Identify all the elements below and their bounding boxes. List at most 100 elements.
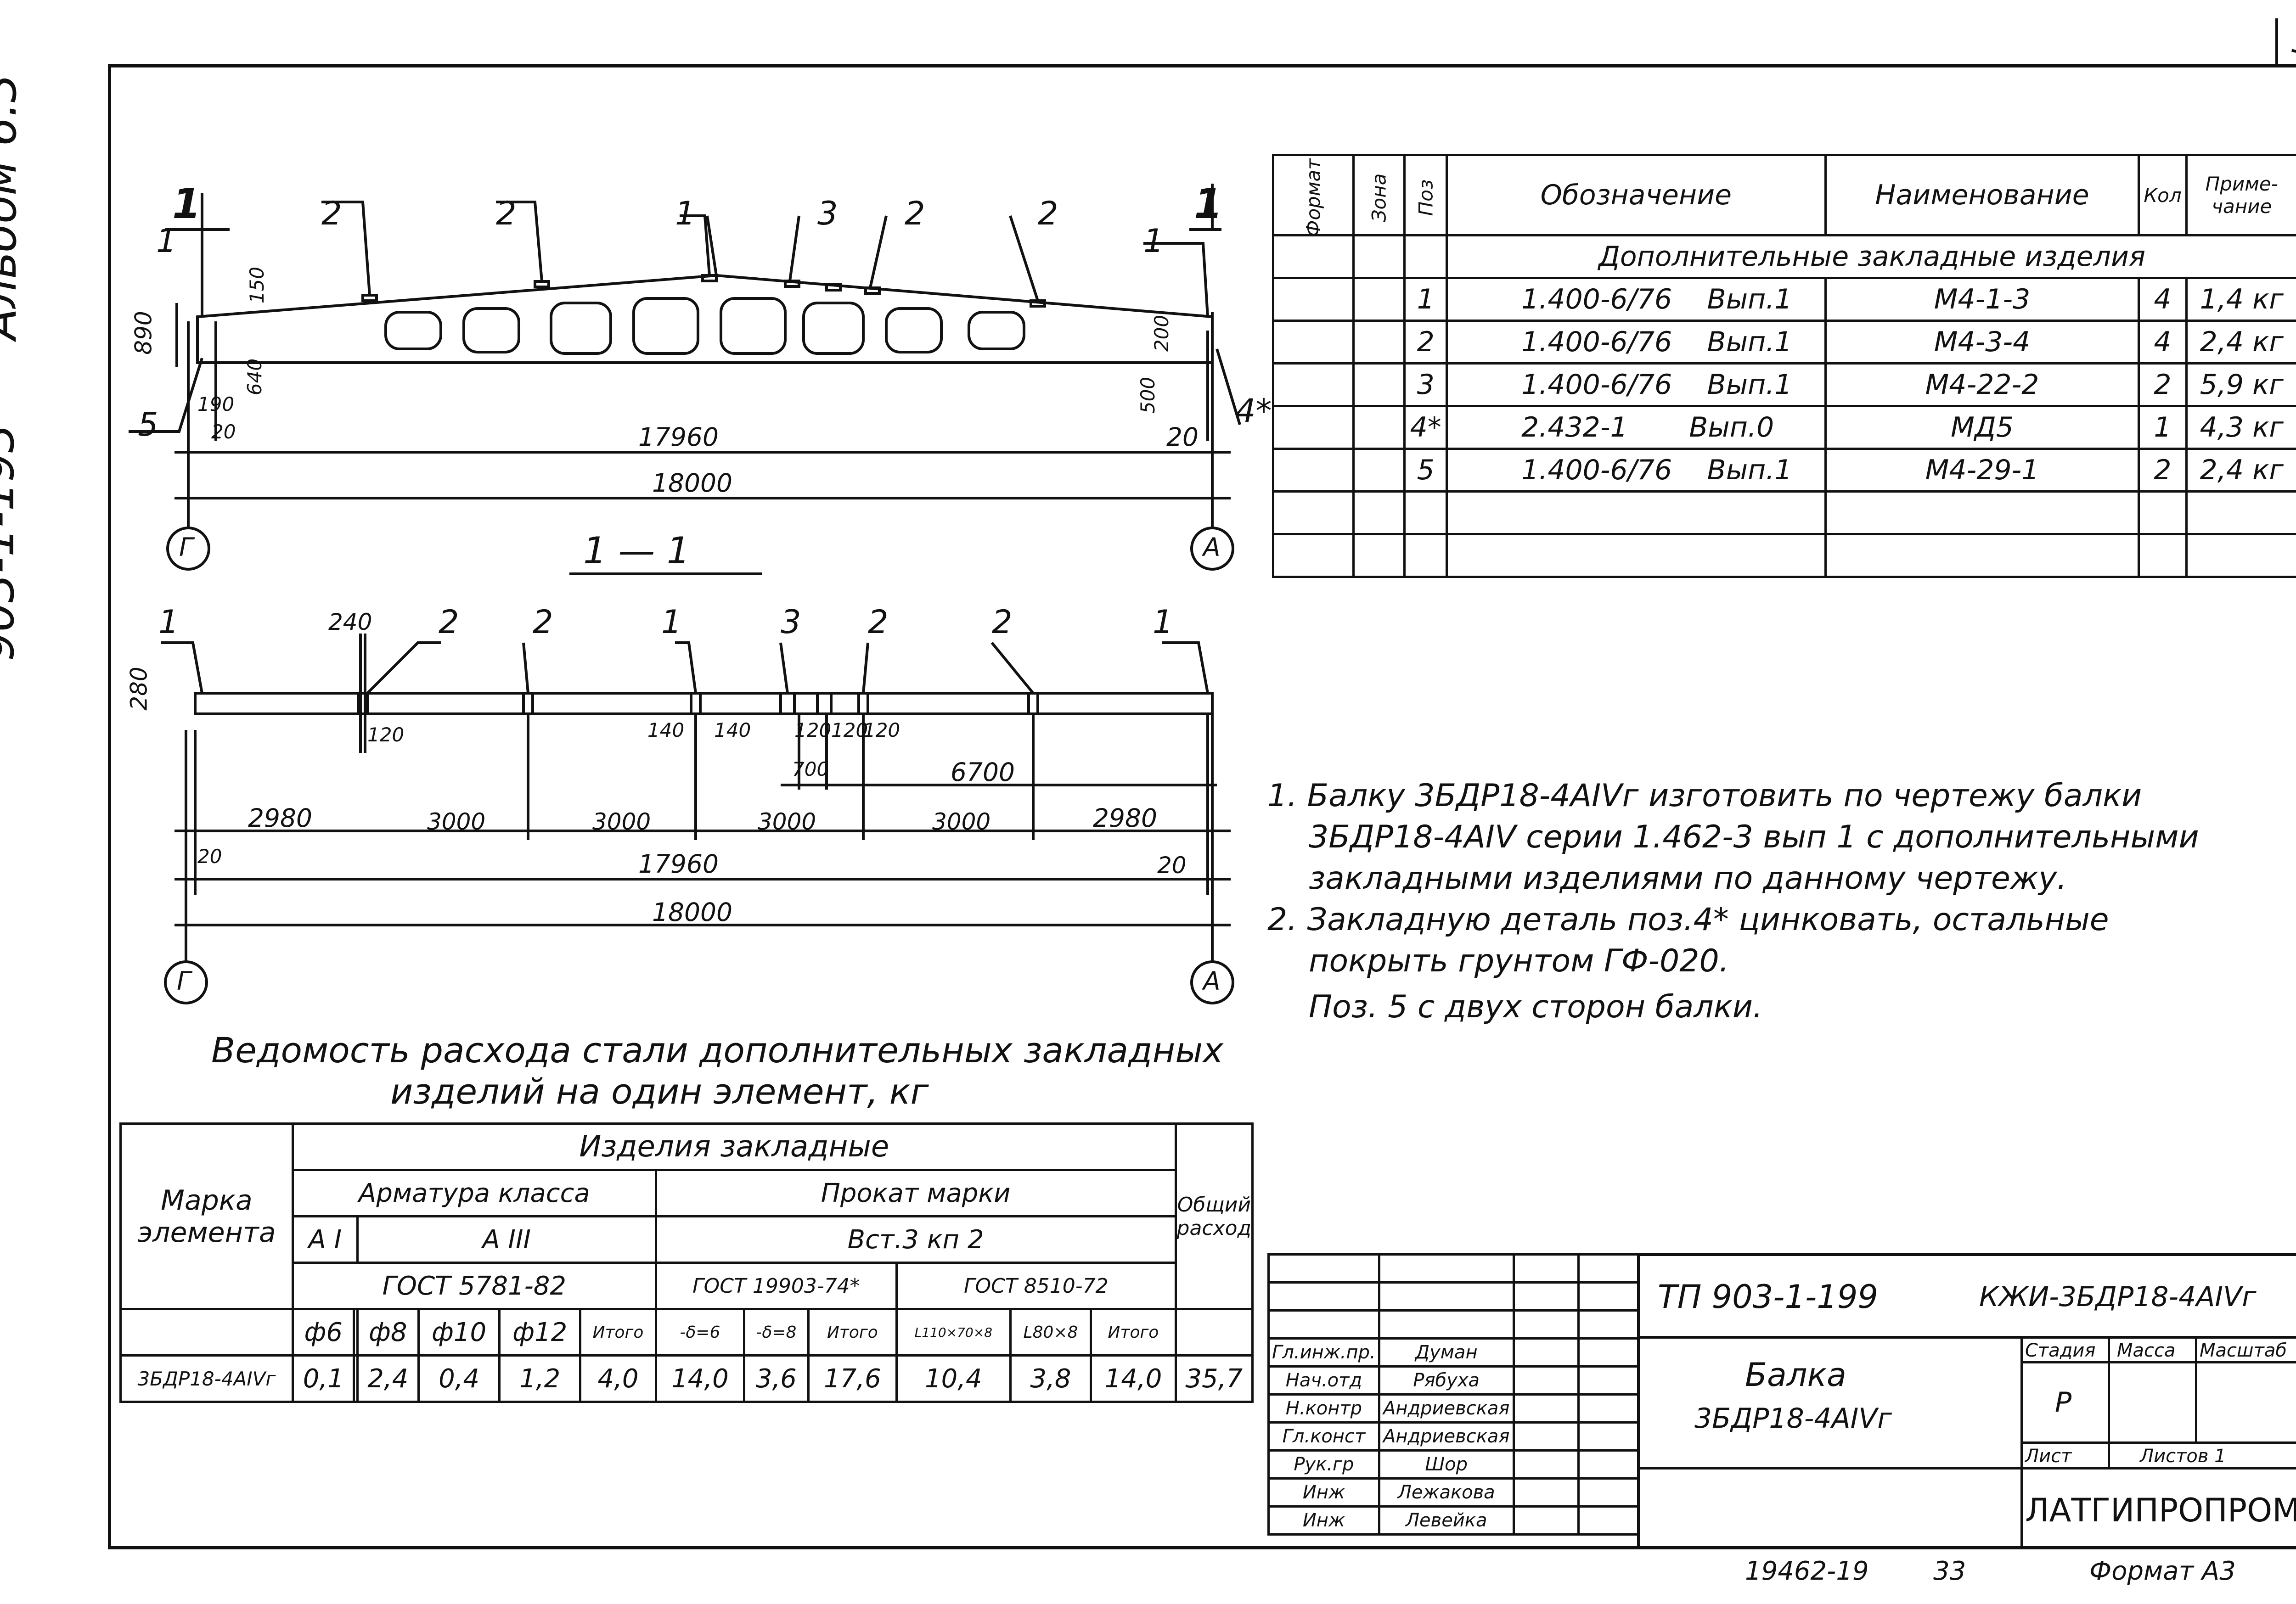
steel-cell: 3,8: [1009, 1354, 1092, 1403]
spec-header-pos: Поз: [1414, 179, 1437, 216]
tb-role: Гл.конст: [1267, 1421, 1380, 1452]
spec-header-zone: Зона: [1367, 173, 1390, 222]
tb-role: Нач.отд: [1267, 1365, 1380, 1396]
section-title: 1 — 1: [583, 529, 690, 572]
dim-label: 2980: [1093, 803, 1157, 833]
spec-designation: 1.400-6/76: [1521, 283, 1672, 315]
tb-project: ТП 903-1-199: [1658, 1278, 1878, 1316]
steel-cell: [353, 1354, 359, 1403]
steel-header-rebar: Арматура класса: [292, 1169, 657, 1217]
steel-cell: 4,0: [579, 1354, 657, 1403]
steel-col-header: ф12: [498, 1308, 582, 1357]
steel-col-header: Итого: [1090, 1308, 1177, 1357]
spec-pos: 1: [1403, 277, 1448, 322]
spec-pos: 5: [1403, 448, 1448, 493]
dim-label: 18000: [652, 897, 732, 927]
note-line: закладными изделиями по данному чертежу.: [1309, 860, 2067, 897]
table-row: 2 1.400-6/76 Вып.1 М4-3-4 4 2,4 кг: [1272, 320, 2296, 365]
steel-table-title: Ведомость расхода стали дополнительных з…: [211, 1030, 1224, 1071]
spec-pos: 3: [1403, 362, 1448, 407]
table-row: 3 1.400-6/76 Вып.1 М4-22-2 2 5,9 кг: [1272, 362, 2296, 407]
tb-stage: Р: [2055, 1386, 2072, 1419]
steel-cell: 3,6: [743, 1354, 810, 1403]
dim-label: 17960: [638, 422, 719, 452]
spec-name: М4-29-1: [1824, 448, 2140, 493]
dim-label: 3000: [427, 808, 486, 835]
steel-consumption-table: Марка элемента Изделия закладные Общий р…: [119, 1122, 1254, 1403]
spec-name: М4-1-3: [1824, 277, 2140, 322]
dim-label: 3000: [758, 808, 816, 835]
tb-person: Думан: [1378, 1337, 1515, 1368]
dim-label: 20: [1157, 852, 1187, 879]
axis-label-right: А: [1203, 966, 1221, 996]
pos-label: 2: [992, 603, 1013, 641]
dim-label: 20: [197, 845, 222, 868]
spec-issue: Вып.1: [1707, 326, 1792, 358]
axis-label-right: А: [1203, 533, 1221, 562]
spec-name: М4-22-2: [1824, 362, 2140, 407]
spec-header-name: Наименование: [1824, 154, 2140, 236]
dim-label: 120: [863, 719, 900, 741]
tb-scale-header: Масштаб: [2200, 1340, 2287, 1361]
spec-issue: Вып.1: [1707, 283, 1792, 315]
dim-label: 120: [831, 719, 868, 741]
pos-label: 1: [661, 603, 682, 641]
tb-person: Шор: [1378, 1449, 1515, 1480]
footer-code: 19462-19: [1745, 1556, 1869, 1586]
steel-col-header: Итого: [579, 1308, 657, 1357]
spec-note: 2,4 кг: [2185, 448, 2296, 493]
pos-label: 1: [158, 603, 179, 641]
dim-label: 17960: [638, 849, 719, 879]
steel-cell: 10,4: [895, 1354, 1012, 1403]
tb-divider: [2020, 1361, 2296, 1363]
steel-col-header: ф6: [291, 1308, 355, 1357]
section-mark-right: 1: [1194, 180, 1223, 228]
dim-label: 120: [367, 723, 405, 746]
spec-designation: 1.400-6/76: [1521, 454, 1672, 486]
beam-openings: [384, 297, 1025, 355]
steel-table-subtitle: изделий на один элемент, кг: [390, 1071, 929, 1112]
spec-note: 1,4 кг: [2185, 277, 2296, 322]
note-line: 3БДР18-4АIV серии 1.462-3 вып 1 с дополн…: [1309, 819, 2199, 855]
pos-label: 3: [817, 195, 838, 232]
steel-col-header: [353, 1308, 359, 1357]
footer-page: 33: [1933, 1556, 1966, 1586]
pos-label: 2: [905, 195, 925, 232]
pos-label: 4*: [1235, 392, 1272, 430]
spec-qty: 4: [2138, 277, 2188, 322]
spec-designation: 1.400-6/76: [1521, 326, 1672, 358]
spec-issue: Вып.1: [1707, 454, 1792, 486]
dim-label: 20: [1166, 422, 1199, 452]
dim-label: 3000: [592, 808, 651, 835]
dim-label: 20: [211, 421, 236, 443]
steel-cell: 0,1: [291, 1354, 355, 1403]
tb-sheet-header: Лист: [2025, 1446, 2072, 1467]
tb-role: Рук.гр: [1267, 1449, 1380, 1480]
spec-pos: 2: [1403, 320, 1448, 365]
steel-cell: 2,4: [356, 1354, 420, 1403]
tb-person: Лежакова: [1378, 1477, 1515, 1508]
steel-row-mark: 3БДР18-4АIVг: [119, 1354, 294, 1403]
pos-label: 1: [156, 222, 177, 260]
pos-label: 1: [1153, 603, 1173, 641]
steel-col-header: Итого: [807, 1308, 898, 1357]
steel-header-rolled: Прокат марки: [654, 1169, 1177, 1217]
note-line: Поз. 5 с двух сторон балки.: [1309, 989, 1763, 1025]
spec-name: МД5: [1824, 405, 2140, 450]
tb-person: Левейка: [1378, 1505, 1515, 1536]
steel-cell: 0,4: [417, 1354, 501, 1403]
tb-person: Андриевская: [1378, 1393, 1515, 1424]
steel-header-aiii: А III: [356, 1215, 657, 1264]
spec-designation: 2.432-1: [1521, 411, 1628, 443]
format-label: Формат А3: [2089, 1556, 2236, 1586]
dim-label: 200: [1150, 314, 1173, 352]
steel-header-mark: Марка элемента: [119, 1122, 294, 1310]
tb-role: Инж: [1267, 1505, 1380, 1536]
steel-header-vst: Вст.3 кп 2: [654, 1215, 1177, 1264]
spec-note: 5,9 кг: [2185, 362, 2296, 407]
table-row: 1 1.400-6/76 Вып.1 М4-1-3 4 1,4 кг: [1272, 277, 2296, 322]
pos-label: 2: [439, 603, 459, 641]
spec-qty: 2: [2138, 448, 2188, 493]
